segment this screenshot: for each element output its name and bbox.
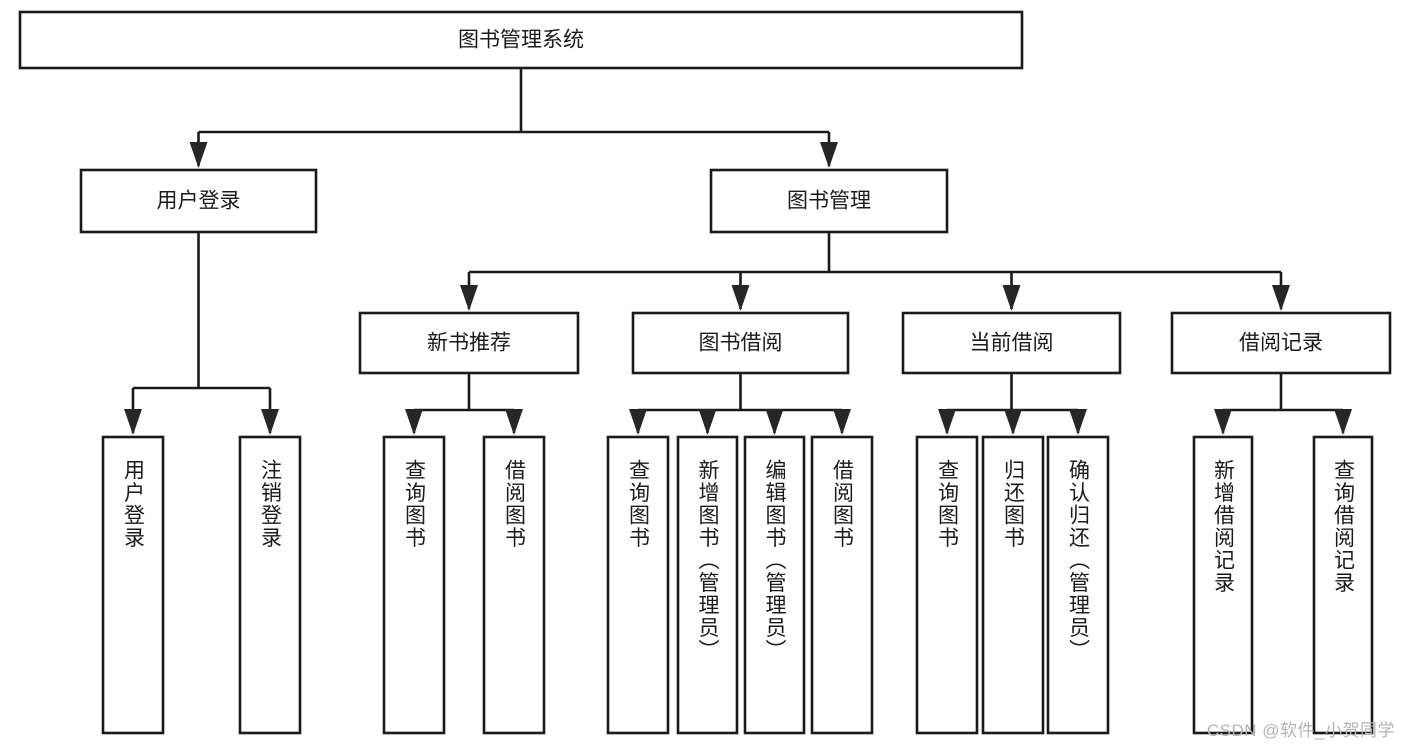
node-label-l3-2: 当前借阅 — [970, 332, 1054, 355]
arrow-head-icon-l3-3 — [1272, 285, 1290, 311]
node-box-leaf-12[interactable] — [1312, 435, 1374, 735]
node-box-l3-3[interactable] — [1170, 311, 1392, 375]
arrow-head-icon-root-l2-0 — [189, 142, 208, 168]
node-label-l3-3: 借阅记录 — [1239, 332, 1323, 355]
arrow-head-icon-leaf-1 — [261, 409, 279, 435]
node-box-leaf-7[interactable] — [810, 435, 874, 735]
arrow-head-icon-leaf-12 — [1334, 409, 1352, 435]
node-box-leaf-9[interactable] — [981, 435, 1045, 735]
node-box-leaf-2[interactable] — [382, 435, 446, 735]
node-box-l2-1[interactable] — [709, 168, 949, 234]
node-box-l3-0[interactable] — [358, 311, 580, 375]
arrow-head-icon-l3-1 — [731, 285, 750, 311]
arrow-head-icon-leaf-5 — [698, 409, 717, 435]
node-box-leaf-10[interactable] — [1046, 435, 1110, 735]
node-box-leaf-8[interactable] — [915, 435, 979, 735]
arrow-head-icon-leaf-9 — [1004, 409, 1022, 435]
arrow-head-icon-leaf-8 — [938, 409, 956, 435]
arrow-head-icon-leaf-2 — [405, 409, 423, 435]
arrow-head-icon-leaf-0 — [124, 409, 142, 435]
arrow-head-icon-leaf-4 — [629, 409, 647, 435]
arrow-head-icon-leaf-7 — [833, 409, 851, 435]
connector-layer — [124, 68, 1352, 435]
arrow-head-icon-root-l2-1 — [820, 142, 838, 168]
node-box-l2-0[interactable] — [79, 168, 318, 234]
node-label-l2-1: 图书管理 — [787, 190, 871, 213]
arrow-head-icon-leaf-6 — [765, 409, 784, 435]
arrow-head-icon-leaf-3 — [505, 409, 523, 435]
node-box-l3-2[interactable] — [901, 311, 1122, 375]
node-box-leaf-5[interactable] — [676, 435, 739, 735]
node-box-leaf-3[interactable] — [482, 435, 546, 735]
node-box-leaf-0[interactable] — [101, 435, 165, 735]
node-box-leaf-6[interactable] — [743, 435, 806, 735]
node-box-leaf-11[interactable] — [1192, 435, 1254, 735]
node-label-l2-0: 用户登录 — [157, 190, 241, 213]
arrow-head-icon-l3-2 — [1002, 285, 1021, 311]
node-box-leaf-1[interactable] — [238, 435, 302, 735]
arrow-head-icon-l3-0 — [460, 285, 478, 311]
node-box-l3-1[interactable] — [631, 311, 850, 375]
node-label-root: 图书管理系统 — [458, 29, 584, 52]
node-label-l3-0: 新书推荐 — [427, 332, 511, 355]
node-box-layer — [18, 10, 1392, 735]
arrow-head-icon-leaf-10 — [1069, 409, 1087, 435]
node-box-leaf-4[interactable] — [606, 435, 670, 735]
node-box-root[interactable] — [18, 10, 1024, 70]
arrow-head-icon-leaf-11 — [1214, 409, 1232, 435]
node-label-l3-1: 图书借阅 — [699, 332, 783, 355]
